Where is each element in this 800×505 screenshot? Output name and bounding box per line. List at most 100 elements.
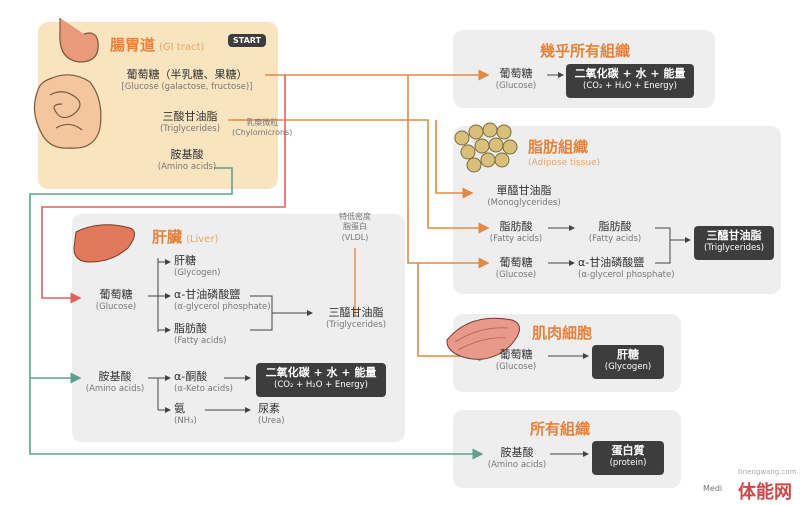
gi-aa-zh: 胺基酸 [170,148,204,161]
mono-en: (Monoglycerides) [487,197,561,208]
all-amino-acids: 胺基酸 (Amino acids) [484,446,550,470]
liver-aa-zh: 胺基酸 [98,370,132,383]
adipose-alpha-glycerol-phosphate: α-甘油磷酸鹽 (α-glycerol phosphate) [578,256,688,280]
adipose-fatty-acids: 脂肪酸 (Fatty acids) [486,220,546,244]
gi-glucose-en: [Glucose (galactose, fructose)] [121,81,253,92]
liver-amino-acids: 胺基酸 (Amino acids) [80,370,150,394]
liver-tg-en: (Triglycerides) [325,319,387,330]
liver-keto-zh: α-酮酸 [174,370,208,383]
liver-urea-en: (Urea) [258,415,285,426]
adipose-title-zh: 脂肪組織 [528,138,589,156]
gi-tg-en: (Triglycerides) [159,123,221,134]
liver-product-en: (CO₂ + H₂O + Energy) [274,379,368,390]
watermark-medi: Medi [703,484,723,493]
start-badge: START [228,34,267,47]
liver-urea: 尿素 (Urea) [258,402,298,426]
liver-nh3-zh: 氨 [174,402,185,415]
liver-energy-box: 二氧化碳 + 水 + 能量 (CO₂ + H₂O + Energy) [256,363,386,397]
muscle-glucose: 葡萄糖 (Glucose) [488,348,544,372]
chylo-en: (Chylomicrons) [232,128,293,138]
vldl-label: 特低密度 脂蛋白 (VLDL) [326,212,384,243]
adipose-tg-en: (Triglycerides) [703,242,765,253]
almost-all-tissues-title: 幾乎所有組織 [540,42,631,60]
adipose-agp-en: (α-glycerol phosphate) [578,269,675,280]
chylomicron-path [228,119,490,234]
protein-zh: 蛋白質 [611,444,645,457]
mono-zh: 單醯甘油脂 [496,184,552,197]
all-tissues-title: 所有組織 [530,420,591,438]
adipose-fa2-en: (Fatty acids) [588,233,642,244]
liver-glucose: 葡萄糖 (Glucose) [86,288,146,312]
liver-title-zh: 肝臟 [152,228,183,246]
almost-energy-box: 二氧化碳 + 水 + 能量 (CO₂ + H₂O + Energy) [566,64,694,98]
muscle-illustration [446,317,520,360]
adipose-glucose-en: (Glucose) [495,269,537,280]
liver-nh3-en: (NH₃) [174,415,197,426]
adipose-tg-zh: 三醯甘油脂 [706,229,762,242]
fat-cells-illustration [454,122,518,173]
liver-glycogen: 肝糖 (Glycogen) [174,254,234,278]
chylomicrons-label: 乳糜微粒 (Chylomicrons) [232,118,292,139]
gi-tg-zh: 三酸甘油脂 [162,110,218,123]
adipose-title: 脂肪組織 [528,136,588,157]
adipose-monoglycerides: 單醯甘油脂 (Monoglycerides) [476,184,572,208]
amino-acid-path [29,167,484,460]
liver-illustration [73,224,135,263]
adipose-glucose: 葡萄糖 (Glucose) [488,256,544,280]
adipose-fa-zh: 脂肪酸 [499,220,533,233]
gi-aa-en: (Amino acids) [157,161,217,172]
muscle-glycogen-zh: 肝糖 [617,348,639,361]
adipose-fa-en: (Fatty acids) [489,233,543,244]
vldl-line-3: (VLDL) [341,232,369,242]
almost-glucose-en: (Glucose) [495,80,537,91]
vldl-line-2: 脂蛋白 [343,222,367,232]
watermark-brand: 体能网 [738,482,792,503]
protein-box: 蛋白質 (protein) [592,441,664,475]
muscle-glycogen-en: (Glycogen) [604,361,652,372]
gi-tract-title: 腸胃道(GI tract) [110,34,204,55]
gi-triglycerides: 三酸甘油脂 (Triglycerides) [150,110,230,134]
muscle-title: 肌肉細胞 [532,324,593,342]
almost-glucose-zh: 葡萄糖 [499,67,533,80]
liver-fa-zh: 脂肪酸 [174,322,207,335]
gi-amino-acids: 胺基酸 (Amino acids) [150,148,224,172]
adipose-fa2-zh: 脂肪酸 [598,220,632,233]
liver-aa-en: (Amino acids) [85,383,145,394]
liver-product-zh: 二氧化碳 + 水 + 能量 [265,366,377,379]
liver-title: 肝臟(Liver) [152,226,218,247]
liver-glycogen-zh: 肝糖 [174,254,196,267]
liver-agp-zh: α-甘油磷酸鹽 [174,288,241,301]
liver-triglycerides: 三醯甘油脂 (Triglycerides) [316,306,396,330]
vldl-line-1: 特低密度 [339,212,371,221]
watermark-url: tinengwang.com [738,468,797,476]
muscle-glucose-zh: 葡萄糖 [499,348,533,361]
muscle-glycogen-box: 肝糖 (Glycogen) [592,345,664,379]
liver-panel [72,214,405,442]
liver-alpha-glycerol-phosphate: α-甘油磷酸鹽 (α-glycerol phosphate) [174,288,284,312]
muscle-glucose-en: (Glucose) [495,361,537,372]
liver-keto-en: (α-Keto acids) [174,383,233,394]
liver-title-en: (Liver) [186,234,219,245]
liver-ammonia: 氨 (NH₃) [174,402,214,426]
adipose-triglycerides-box: 三醯甘油脂 (Triglycerides) [694,226,774,260]
almost-product-en: (CO₂ + H₂O + Energy) [583,80,677,91]
liver-fa-en: (Fatty acids) [174,335,227,346]
liver-glycogen-en: (Glycogen) [174,267,221,278]
adipose-agp-zh: α-甘油磷酸鹽 [578,256,645,269]
metabolic-arrows [148,72,691,457]
all-aa-zh: 胺基酸 [500,446,534,459]
liver-alpha-keto-acids: α-酮酸 (α-Keto acids) [174,370,244,394]
liver-glucose-zh: 葡萄糖 [99,288,133,301]
gi-title-en: (GI tract) [159,42,205,53]
almost-glucose: 葡萄糖 (Glucose) [488,67,544,91]
liver-urea-zh: 尿素 [258,402,280,415]
protein-en: (protein) [609,457,647,468]
liver-fatty-acids: 脂肪酸 (Fatty acids) [174,322,244,346]
gi-glucose: 葡萄糖（半乳糖、果糖） [Glucose (galactose, fructos… [112,68,262,92]
adipose-glucose-zh: 葡萄糖 [499,256,533,269]
gi-tract-illustration [33,18,102,149]
almost-product-zh: 二氧化碳 + 水 + 能量 [574,67,686,80]
adipose-fatty-acids-2: 脂肪酸 (Fatty acids) [580,220,650,244]
liver-tg-zh: 三醯甘油脂 [328,306,384,319]
